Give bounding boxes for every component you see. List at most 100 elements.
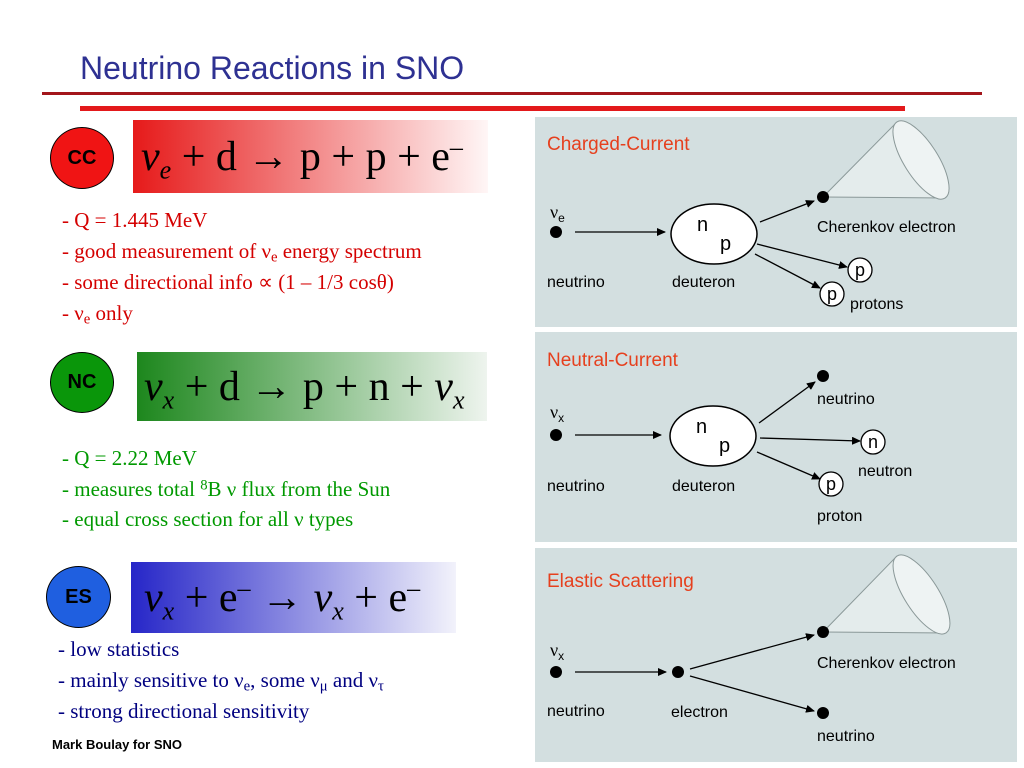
es-neutrino-label: neutrino	[547, 703, 605, 720]
es-neutrino-dot	[550, 666, 562, 678]
cc-proton2-label: p	[827, 284, 837, 304]
cc-badge-label: CC	[67, 146, 97, 169]
cc-protons-label: protons	[850, 296, 903, 313]
cc-electron-label: Cherenkov electron	[817, 219, 956, 236]
nc-note-q: - Q = 2.22 MeV	[62, 446, 197, 470]
es-note-sensitive-pre: - mainly sensitive to ν	[58, 668, 244, 692]
title-rule-dark	[42, 92, 982, 95]
es-eq-nu-out: ν	[313, 574, 333, 621]
cc-incoming-nu: ν	[550, 202, 558, 222]
cc-electron-dot	[817, 191, 829, 203]
nc-badge: NC	[50, 352, 114, 413]
es-scattered-electron-arrow	[689, 633, 815, 670]
cc-proton2	[819, 281, 845, 307]
es-diagram-title: Elastic Scattering	[547, 571, 694, 592]
nc-proton-symbol: p	[826, 474, 836, 494]
nc-outgoing-neutrino-dot	[817, 370, 829, 382]
cc-note-only: - νe only	[62, 298, 422, 329]
nc-neutron	[860, 429, 886, 455]
nc-note-flux-post: B ν flux from the Sun	[207, 476, 391, 501]
cc-proton1-label: p	[855, 260, 865, 280]
es-electron-dot	[672, 666, 684, 678]
es-scattered-electron-dot	[817, 626, 829, 638]
es-note-directional: - strong directional sensitivity	[58, 699, 310, 723]
nc-equation-text: νx + d → p + n + νx	[144, 363, 465, 413]
cc-cone-edge-upper	[822, 121, 898, 198]
slide-footer: Mark Boulay for SNO	[52, 737, 183, 752]
es-note-sensitive-sub-mu: μ	[319, 678, 328, 695]
cc-deuteron-proton: p	[720, 233, 731, 255]
nc-deuteron-proton: p	[719, 435, 730, 457]
es-equation: νx + e– → νx + e–	[131, 562, 456, 633]
cc-note-only-sub: e	[83, 311, 91, 328]
nc-neutron-label: neutron	[858, 463, 912, 480]
es-note-sensitive-mid2: and ν	[327, 668, 378, 692]
cc-eq-nu-flavor: e	[159, 154, 172, 184]
es-equation-text: νx + e– → νx + e–	[144, 574, 420, 624]
cc-electron-arrow	[759, 200, 815, 223]
cc-neutrino-dot	[550, 226, 562, 238]
cc-equation-text: νe + d → p + p + e–	[141, 133, 463, 183]
nc-eq-nu-out: ν	[434, 363, 453, 410]
es-eq-electron-in-charge: –	[237, 573, 251, 603]
es-cone-rim	[892, 554, 951, 635]
cc-neutrino-label: neutrino	[547, 274, 605, 291]
cc-note-q: - Q = 1.445 MeV	[62, 208, 208, 232]
cc-proton1-arrow	[756, 243, 848, 269]
nc-eq-nu: ν	[144, 363, 163, 410]
es-cone-edge-lower	[822, 631, 947, 634]
cc-diagram: Charged-Current νe neutrino n p deuteron…	[535, 117, 1017, 327]
title-rule-bright	[80, 106, 905, 111]
cc-badge: CC	[50, 127, 114, 189]
nc-badge-label: NC	[67, 371, 97, 393]
cc-diagram-title: Charged-Current	[547, 134, 690, 155]
es-eq-electron-out: + e	[343, 574, 408, 621]
es-badge: ES	[46, 566, 111, 628]
cc-eq-charge: –	[449, 132, 463, 162]
es-eq-nu: ν	[144, 574, 163, 621]
es-incoming-flavor: x	[558, 649, 564, 663]
nc-equation: νx + d → p + n + νx	[137, 352, 487, 421]
es-cone-edge-upper	[822, 555, 898, 633]
es-badge-label: ES	[65, 585, 92, 608]
es-eq-nu-flavor: x	[162, 595, 175, 625]
cc-deuteron	[670, 203, 758, 265]
cc-note-only-pre: - ν	[62, 301, 84, 325]
nc-notes: - Q = 2.22 MeV - measures total 8B ν flu…	[62, 443, 390, 535]
es-note-stats: - low statistics	[58, 637, 180, 661]
nc-neutrino-dot	[550, 429, 562, 441]
es-note-sensitive-sub-e: e	[243, 678, 251, 695]
nc-eq-body: + d → p + n +	[174, 363, 435, 410]
cc-equation: νe + d → p + p + e–	[133, 120, 488, 193]
cc-incoming-symbol: νe	[550, 202, 565, 225]
nc-incoming-nu: ν	[550, 402, 558, 422]
nc-proton-label: proton	[817, 508, 862, 525]
es-incoming-symbol: νx	[550, 640, 564, 663]
es-outgoing-neutrino-arrow	[689, 675, 815, 713]
es-outgoing-neutrino-label: neutrino	[817, 728, 875, 745]
cc-eq-nu: ν	[141, 133, 160, 180]
es-note-sensitive-sub-tau: τ	[377, 678, 384, 695]
nc-neutrino-label: neutrino	[547, 478, 605, 495]
nc-outgoing-neutrino-arrow	[758, 381, 816, 424]
es-note-sensitive: - mainly sensitive to νe, some νμ and ντ	[58, 665, 384, 696]
nc-deuteron-label: deuteron	[672, 478, 735, 495]
nc-eq-nu-out-flavor: x	[452, 384, 465, 414]
cc-incoming-flavor: e	[558, 211, 565, 225]
es-eq-nu-out-flavor: x	[332, 595, 344, 625]
nc-proton-arrow	[756, 451, 821, 480]
cc-note-directional: - some directional info ∝ (1 – 1/3 cosθ)	[62, 270, 394, 294]
nc-proton	[818, 471, 844, 497]
cc-note-spectrum-sub: e	[270, 249, 278, 266]
nc-note-flux-sup: 8	[200, 476, 208, 493]
es-outgoing-neutrino-dot	[817, 707, 829, 719]
es-note-sensitive-mid1: , some ν	[250, 668, 320, 692]
cc-proton1	[847, 257, 873, 283]
es-electron-label: electron	[671, 704, 728, 721]
es-eq-electron-in: + e	[174, 574, 238, 621]
es-diagram-svg: Elastic Scattering νx neutrino electron …	[547, 554, 956, 745]
cc-eq-body: + d → p + p + e	[171, 133, 450, 180]
nc-deuteron-neutron: n	[696, 416, 707, 438]
nc-deuteron	[669, 405, 757, 467]
slide-title: Neutrino Reactions in SNO	[80, 50, 465, 86]
